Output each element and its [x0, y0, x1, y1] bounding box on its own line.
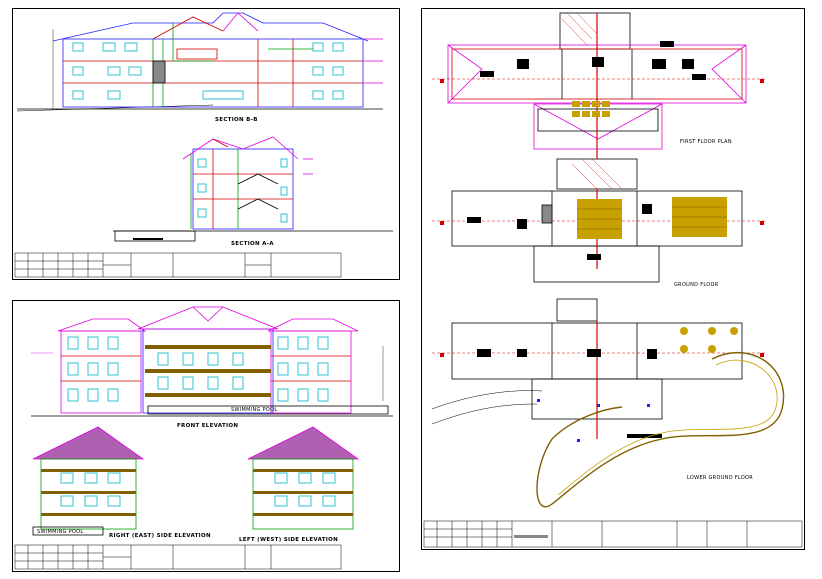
section-aa-title: SECTION A-A	[231, 241, 274, 247]
right-elevation-title: RIGHT (EAST) SIDE ELEVATION	[109, 533, 211, 539]
sections-drawing	[14, 12, 393, 278]
left-elevation	[247, 426, 360, 530]
right-elevation	[32, 426, 145, 536]
left-elevation-title: LEFT (WEST) SIDE ELEVATION	[239, 537, 339, 543]
title-block-plans	[423, 520, 803, 548]
lower-ground-floor-plan	[431, 321, 785, 508]
sections-sheet: SECTION B-B SECTION A-A	[12, 8, 400, 280]
ground-floor-plan-title: GROUND FLOOR	[674, 282, 719, 288]
first-floor-plan	[432, 13, 767, 159]
plans-sheet: FIRST FLOOR PLAN GROUND FLOOR LOWER GROU…	[421, 8, 805, 550]
front-elevation	[31, 306, 393, 417]
first-floor-plan-title: FIRST FLOOR PLAN	[680, 139, 732, 145]
elevations-sheet: SWIMMING POOL FRONT ELEVATION SWIMMING P…	[12, 300, 400, 572]
ground-floor-plan	[432, 189, 767, 283]
front-pool-label: SWIMMING POOL	[231, 407, 278, 413]
title-block-sections	[14, 252, 342, 278]
section-bb-title: SECTION B-B	[215, 117, 258, 123]
front-elevation-title: FRONT ELEVATION	[177, 423, 239, 429]
section-bb	[16, 12, 383, 112]
core-spine	[556, 12, 638, 322]
elevations-drawing	[14, 306, 393, 570]
section-aa	[113, 136, 393, 242]
title-block-elevations	[14, 544, 342, 570]
plans-drawing	[423, 12, 803, 548]
side-pool-label: SWIMMING POOL	[37, 529, 84, 535]
lower-ground-floor-plan-title: LOWER GROUND FLOOR	[687, 475, 754, 481]
